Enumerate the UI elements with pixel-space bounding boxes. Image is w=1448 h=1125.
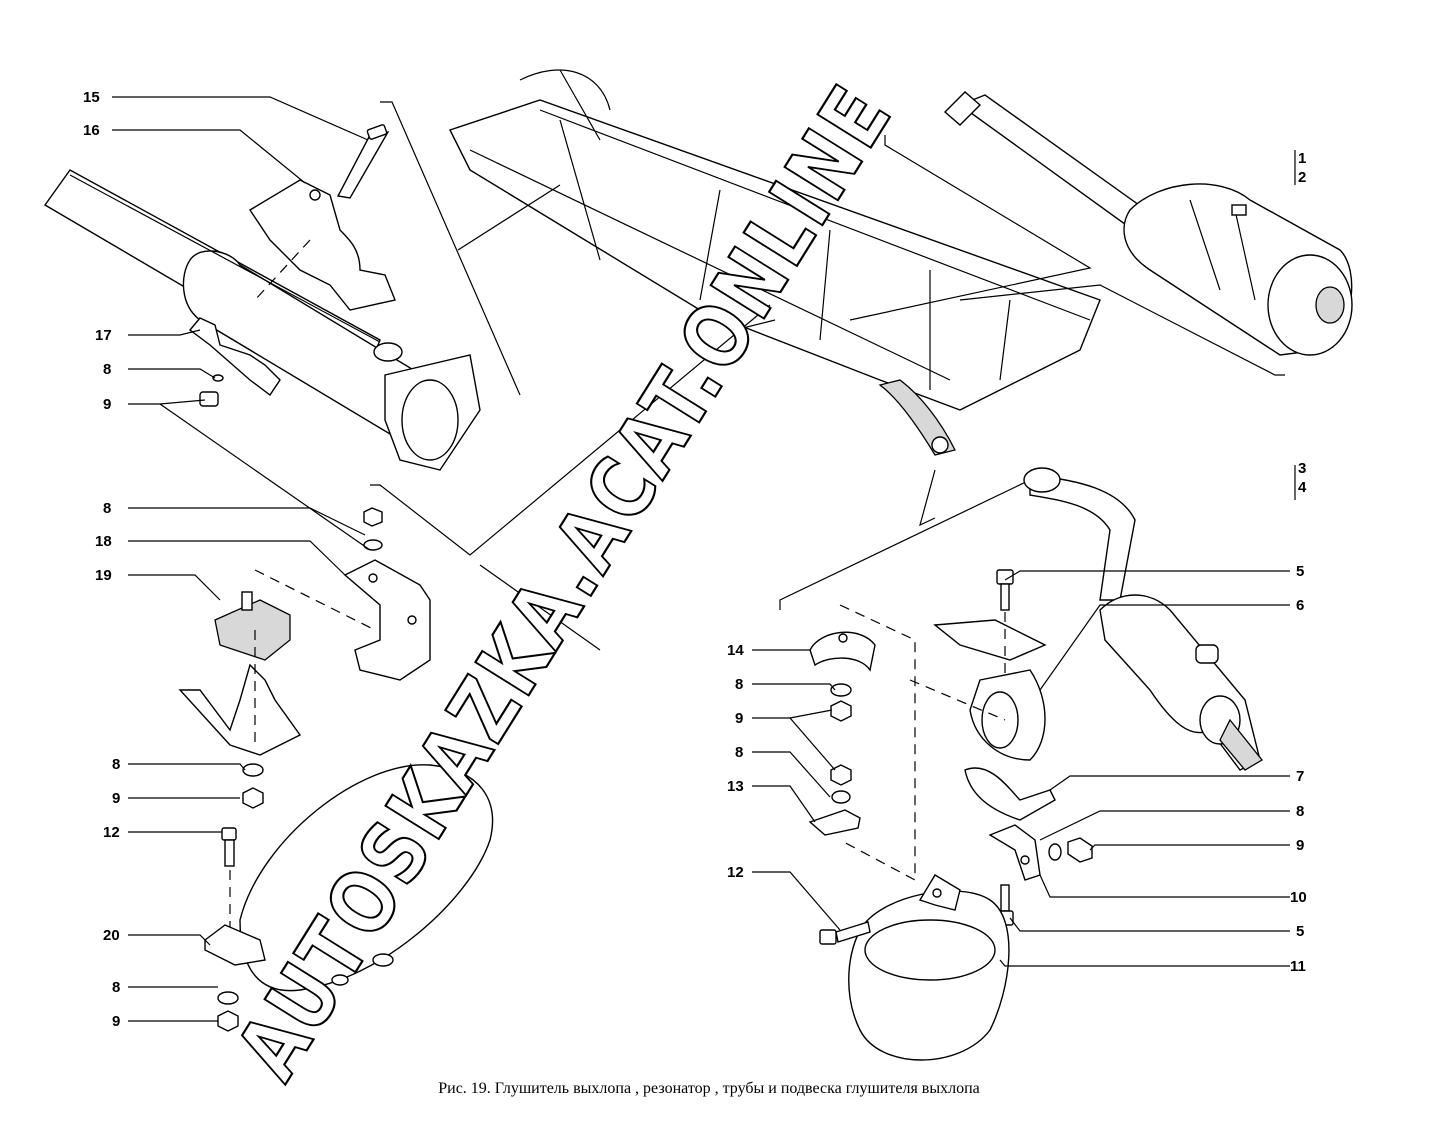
label-15: 15 bbox=[83, 89, 100, 106]
label-18: 18 bbox=[95, 533, 112, 550]
clip-17 bbox=[188, 317, 281, 397]
washer-8g bbox=[1048, 843, 1062, 861]
muffler-top bbox=[943, 91, 1353, 356]
nut-9c bbox=[217, 1010, 239, 1032]
label-9: 9 bbox=[735, 710, 743, 727]
label-5: 5 bbox=[1296, 923, 1304, 940]
bolt-15 bbox=[336, 124, 390, 199]
washer-8e bbox=[830, 683, 852, 697]
label-5: 5 bbox=[1296, 563, 1304, 580]
label-7: 7 bbox=[1296, 768, 1304, 785]
label-8: 8 bbox=[735, 744, 743, 761]
label-14: 14 bbox=[727, 642, 744, 659]
rubber-ring-6 bbox=[969, 669, 1046, 761]
bracket-10 bbox=[988, 824, 1041, 881]
label-9: 9 bbox=[112, 1013, 120, 1030]
label-8: 8 bbox=[1296, 803, 1304, 820]
washer-8a bbox=[212, 374, 224, 382]
bracket-16 bbox=[249, 179, 396, 311]
washer-8d bbox=[217, 991, 239, 1005]
plate-13 bbox=[808, 809, 861, 836]
label-20: 20 bbox=[103, 927, 120, 944]
leader-lines bbox=[112, 96, 1296, 1022]
rubber-mount-19 bbox=[214, 591, 291, 661]
label-8: 8 bbox=[112, 979, 120, 996]
label-4: 4 bbox=[1298, 479, 1307, 496]
clamp-band-11 bbox=[848, 874, 1010, 1061]
nut-9d bbox=[830, 700, 852, 722]
nut-washer-8b bbox=[363, 507, 383, 551]
label-8: 8 bbox=[103, 361, 111, 378]
label-11: 11 bbox=[1290, 958, 1306, 975]
nut-9e bbox=[1067, 837, 1093, 863]
bracket-18 bbox=[343, 559, 431, 681]
label-13: 13 bbox=[727, 778, 744, 795]
label-12: 12 bbox=[103, 824, 120, 841]
frame-bracket bbox=[178, 630, 302, 756]
label-8: 8 bbox=[103, 500, 111, 517]
label-3: 3 bbox=[1298, 460, 1306, 477]
label-8: 8 bbox=[735, 676, 743, 693]
label-9: 9 bbox=[103, 396, 111, 413]
label-19: 19 bbox=[95, 567, 112, 584]
label-6: 6 bbox=[1296, 597, 1304, 614]
label-16: 16 bbox=[83, 122, 100, 139]
label-9: 9 bbox=[1296, 837, 1304, 854]
label-2: 2 bbox=[1298, 169, 1306, 186]
clamp-band-20 bbox=[204, 764, 494, 992]
bolt-5a bbox=[996, 569, 1014, 611]
label-8: 8 bbox=[112, 756, 120, 773]
muffler-lower bbox=[1023, 467, 1263, 771]
label-9: 9 bbox=[112, 790, 120, 807]
bolt-12b bbox=[819, 921, 871, 945]
nut-8f bbox=[830, 764, 852, 786]
pointer-lines bbox=[370, 101, 1285, 651]
label-1: 1 bbox=[1298, 150, 1306, 167]
washer-8c bbox=[242, 763, 264, 777]
label-12: 12 bbox=[727, 864, 744, 881]
washer-8f bbox=[831, 790, 851, 804]
exhaust-pipe-left bbox=[43, 169, 481, 471]
vehicle-frame bbox=[449, 69, 1101, 456]
nut-9a bbox=[199, 391, 219, 407]
figure-caption: Рис. 19. Глушитель выхлопа , резонатор ,… bbox=[438, 1080, 980, 1097]
label-10: 10 bbox=[1290, 889, 1307, 906]
clamp-7 bbox=[964, 767, 1056, 821]
nut-9b bbox=[242, 787, 264, 809]
pad-plate bbox=[933, 612, 1047, 680]
bolt-12a bbox=[221, 827, 237, 867]
clamp-14 bbox=[809, 631, 876, 672]
label-17: 17 bbox=[95, 327, 112, 344]
part-labels: 15 16 17 8 9 8 18 19 8 9 12 20 8 9 1 2 3… bbox=[83, 89, 1307, 1030]
